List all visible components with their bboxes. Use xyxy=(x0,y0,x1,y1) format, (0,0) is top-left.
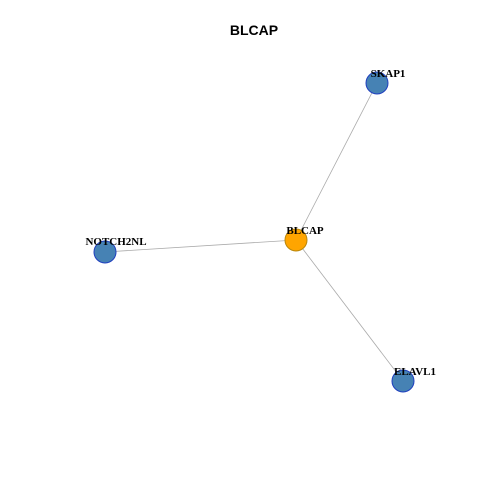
node-blcap[interactable] xyxy=(284,228,308,252)
node-label-skap1: SKAP1 xyxy=(371,68,406,80)
node-elavl1[interactable] xyxy=(391,369,415,393)
node-skap1[interactable] xyxy=(365,71,389,95)
node-label-elavl1: ELAVL1 xyxy=(394,366,436,378)
node-label-notch2nl: NOTCH2NL xyxy=(85,236,146,248)
edge-blcap-notch2nl xyxy=(104,239,297,253)
node-notch2nl[interactable] xyxy=(93,240,117,264)
diagram-title: BLCAP xyxy=(230,22,278,38)
node-label-blcap: BLCAP xyxy=(286,225,324,237)
edge-blcap-skap1 xyxy=(295,82,378,241)
edge-blcap-elavl1 xyxy=(295,239,404,382)
edge-group xyxy=(104,82,404,382)
